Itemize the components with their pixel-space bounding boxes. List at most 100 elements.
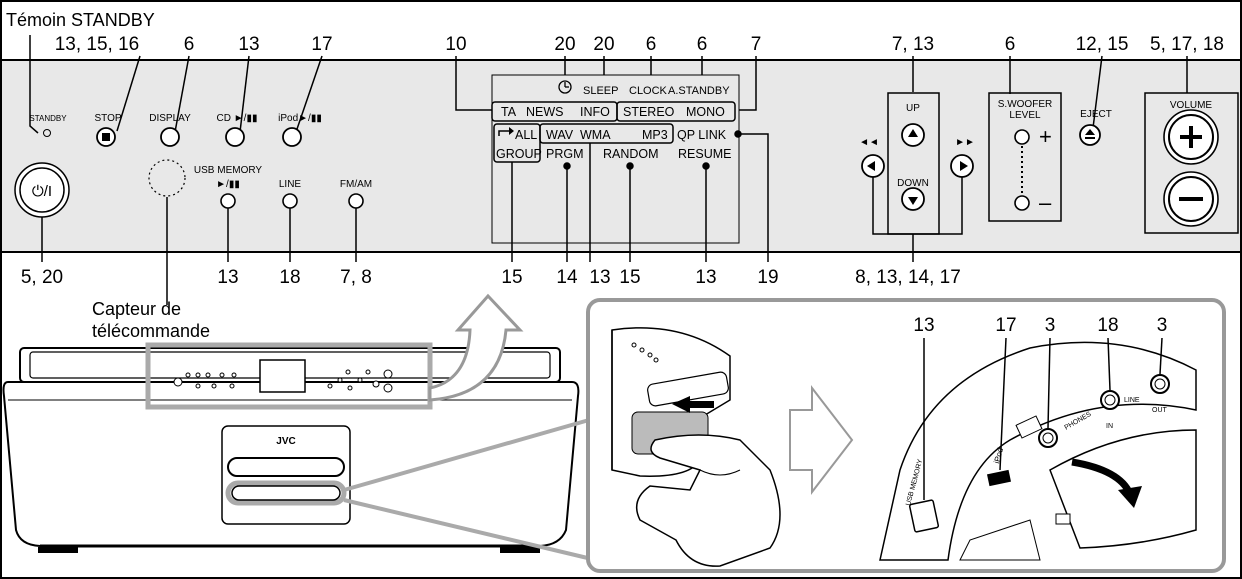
label-display: DISPLAY xyxy=(149,113,191,124)
lcd-random: RANDOM xyxy=(603,147,659,161)
side-num-ipod: 17 xyxy=(995,315,1016,336)
next-step-arrow xyxy=(789,385,854,495)
num-cd: 13 xyxy=(238,34,259,55)
num-swoofer: 6 xyxy=(1005,34,1016,55)
line-button[interactable] xyxy=(282,193,298,209)
eject-button[interactable] xyxy=(1079,124,1101,146)
label-usb-memory: USB MEMORY xyxy=(194,165,262,176)
num-sleep: 20 xyxy=(593,34,614,55)
ipod-play-button[interactable] xyxy=(282,127,302,147)
usb-play-button[interactable] xyxy=(220,193,236,209)
volume-up-button[interactable] xyxy=(1163,109,1219,165)
lcd-wma: WMA xyxy=(580,128,611,142)
label-standby: STANDBY xyxy=(29,114,67,123)
lcd-ta: TA xyxy=(501,105,517,119)
lcd-wav: WAV xyxy=(546,128,574,142)
label-swoofer-1: S.WOOFER xyxy=(998,99,1052,110)
num-updown: 7, 13 xyxy=(892,34,934,55)
label-eject: EJECT xyxy=(1080,109,1112,120)
num-line: 18 xyxy=(279,267,300,288)
num-display: 6 xyxy=(184,34,195,55)
num-qplink: 19 xyxy=(757,267,778,288)
top-panel-highlight xyxy=(145,342,433,410)
swoofer-frame xyxy=(988,92,1062,222)
num-ta: 10 xyxy=(445,34,466,55)
num-stop: 13, 15, 16 xyxy=(55,34,140,55)
num-power: 5, 20 xyxy=(21,267,63,288)
usb-port xyxy=(908,499,940,533)
num-fmam: 7, 8 xyxy=(340,267,372,288)
fmam-button[interactable] xyxy=(348,193,364,209)
down-button[interactable] xyxy=(901,187,925,211)
num-eject: 12, 15 xyxy=(1076,34,1129,55)
remote-sensor xyxy=(148,159,186,197)
prev-button[interactable] xyxy=(861,154,885,178)
side-num-phones: 3 xyxy=(1045,315,1056,336)
num-wav: 13 xyxy=(589,267,610,288)
clock-icon xyxy=(558,80,572,94)
repeat-icon xyxy=(498,127,514,136)
line-in-jack xyxy=(1100,390,1120,410)
lcd-resume: RESUME xyxy=(678,147,731,161)
side-label-in: IN xyxy=(1106,423,1113,430)
label-swoofer-2: LEVEL xyxy=(1009,110,1041,121)
label-ipod: iPod►/▮▮ xyxy=(278,113,322,124)
lcd-news: NEWS xyxy=(526,105,564,119)
label-cd: CD ►/▮▮ xyxy=(217,113,258,124)
side-label-line: LINE xyxy=(1124,397,1140,404)
power-label: ⏻/I xyxy=(32,183,52,200)
minus-icon: – xyxy=(1039,190,1052,215)
lcd-stereo: STEREO xyxy=(623,105,675,119)
plus-icon: + xyxy=(1039,124,1052,149)
side-num-line-in: 18 xyxy=(1097,315,1118,336)
label-down: DOWN xyxy=(897,178,929,189)
connector-panel-illustration: USB MEMORY iPod PHONES LINE IN OUT xyxy=(879,341,1197,561)
num-mono: 7 xyxy=(751,34,762,55)
side-label-ipod: iPod xyxy=(992,447,1005,465)
display-button[interactable] xyxy=(160,127,180,147)
volume-frame xyxy=(1144,92,1239,234)
num-skip: 8, 13, 14, 17 xyxy=(855,267,961,288)
unit-illustration: JVC xyxy=(2,342,580,553)
volume-down-button[interactable] xyxy=(1163,171,1219,227)
line-out-jack xyxy=(1150,374,1170,394)
stop-button[interactable] xyxy=(96,127,116,147)
caption-remote-sensor-2: télécommande xyxy=(92,321,210,341)
next-button[interactable] xyxy=(950,154,974,178)
side-cover-illustration xyxy=(611,327,781,567)
label-up: UP xyxy=(906,103,920,114)
swoofer-up-button[interactable] xyxy=(1014,129,1030,145)
lcd-all: ALL xyxy=(515,128,537,142)
lcd-prgm: PRGM xyxy=(546,147,584,161)
brand-label: JVC xyxy=(276,436,295,447)
cd-play-button[interactable] xyxy=(225,127,245,147)
label-next: ►► xyxy=(955,137,975,148)
lcd-mp3: MP3 xyxy=(642,128,668,142)
swoofer-down-button[interactable] xyxy=(1014,195,1030,211)
label-volume: VOLUME xyxy=(1170,100,1213,111)
num-random: 15 xyxy=(619,267,640,288)
lcd-astandby: A.STANDBY xyxy=(668,85,730,97)
num-astandby: 6 xyxy=(697,34,708,55)
standby-led xyxy=(43,129,51,137)
power-button[interactable]: ⏻/I xyxy=(14,162,70,218)
side-num-usb: 13 xyxy=(913,315,934,336)
hand-icon xyxy=(635,434,781,567)
num-prgm: 14 xyxy=(556,267,578,288)
num-usb: 13 xyxy=(217,267,238,288)
ipod-dock xyxy=(986,469,1012,487)
caption-standby-indicator: Témoin STANDBY xyxy=(6,10,155,30)
lcd-sleep: SLEEP xyxy=(583,85,618,97)
push-arrow-icon xyxy=(672,396,714,413)
side-label-out: OUT xyxy=(1152,407,1168,414)
label-prev: ◄◄ xyxy=(859,137,879,148)
num-volume: 5, 17, 18 xyxy=(1150,34,1224,55)
up-button[interactable] xyxy=(901,123,925,147)
num-clock: 6 xyxy=(646,34,657,55)
lcd-mono: MONO xyxy=(686,105,725,119)
lcd-info: INFO xyxy=(580,105,610,119)
caption-remote-sensor-1: Capteur de xyxy=(92,299,181,319)
zoom-arrow xyxy=(428,293,524,402)
